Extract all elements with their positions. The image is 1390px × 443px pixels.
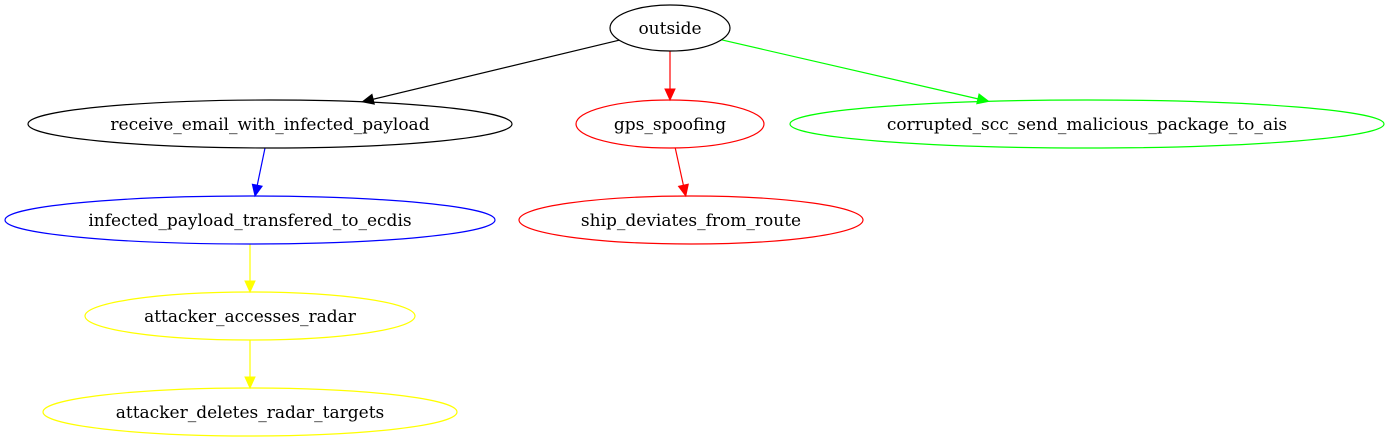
edge-line: [256, 147, 266, 186]
node-ellipse: [789, 99, 1385, 149]
edge-line: [674, 147, 684, 186]
edge-infected_payload-to-attacker_radar: [244, 244, 256, 294]
node-corrupted_scc: corrupted_scc_send_malicious_package_to_…: [789, 99, 1385, 149]
arrowhead-icon: [244, 376, 256, 390]
nodes-layer: outside receive_email_with_infected_paylo…: [4, 4, 1385, 437]
edge-gps_spoofing-to-ship_deviates: [674, 147, 689, 198]
edge-outside-to-gps_spoofing: [664, 51, 676, 102]
node-ellipse: [609, 4, 731, 52]
arrowhead-icon: [976, 93, 990, 105]
edge-outside-to-receive_email: [361, 39, 620, 105]
edge-attacker_radar-to-attacker_deletes: [244, 340, 256, 390]
node-ellipse: [42, 387, 458, 437]
node-ellipse: [518, 195, 864, 245]
node-attacker_deletes: attacker_deletes_radar_targets: [42, 387, 458, 437]
arrowhead-icon: [244, 280, 256, 294]
node-outside: outside: [609, 4, 731, 52]
edges-layer: [244, 39, 990, 390]
arrowhead-icon: [664, 88, 676, 102]
node-label: outside: [638, 19, 701, 39]
node-label: gps_spoofing: [614, 115, 726, 135]
node-label: attacker_deletes_radar_targets: [116, 403, 385, 423]
node-receive_email: receive_email_with_infected_payload: [27, 99, 513, 149]
node-ellipse: [4, 195, 496, 245]
node-label: corrupted_scc_send_malicious_package_to_…: [887, 115, 1287, 135]
node-label: receive_email_with_infected_payload: [110, 115, 429, 135]
node-label: attacker_accesses_radar: [144, 307, 357, 327]
arrowhead-icon: [677, 183, 689, 198]
edge-line: [372, 39, 620, 100]
node-attacker_radar: attacker_accesses_radar: [84, 291, 416, 341]
edge-receive_email-to-infected_payload: [251, 147, 266, 198]
node-ship_deviates: ship_deviates_from_route: [518, 195, 864, 245]
edge-line: [721, 39, 979, 100]
node-ellipse: [27, 99, 513, 149]
arrowhead-icon: [251, 183, 263, 198]
node-label: infected_payload_transfered_to_ecdis: [88, 211, 411, 231]
node-ellipse: [84, 291, 416, 341]
node-infected_payload: infected_payload_transfered_to_ecdis: [4, 195, 496, 245]
node-gps_spoofing: gps_spoofing: [575, 99, 765, 149]
edge-outside-to-corrupted_scc: [721, 39, 990, 105]
node-label: ship_deviates_from_route: [581, 211, 801, 231]
node-ellipse: [575, 99, 765, 149]
